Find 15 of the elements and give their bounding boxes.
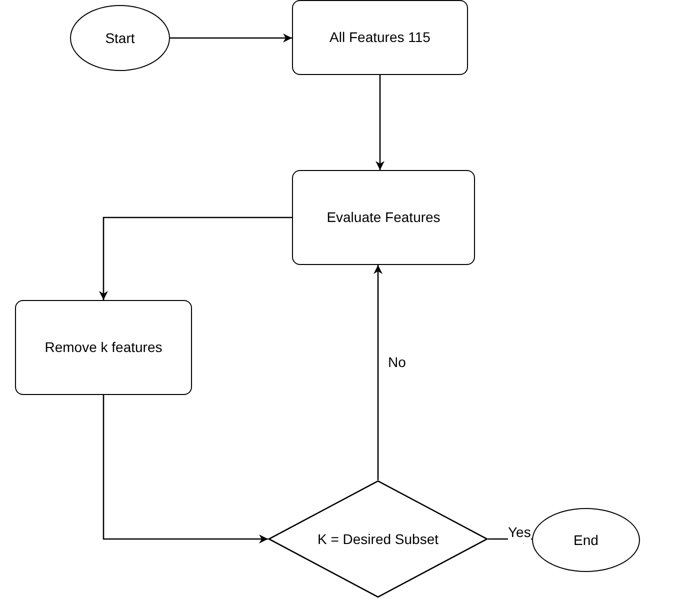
- node-text: Remove k features: [44, 338, 162, 357]
- process-box: [292, 170, 475, 265]
- decision-diamond: [268, 480, 488, 598]
- arrow: [99, 216, 292, 300]
- node-text: K = Desired Subset: [317, 530, 438, 548]
- node-text: All Features 115: [330, 28, 430, 47]
- node-text: Evaluate Features: [326, 208, 440, 227]
- node-text: Start: [105, 28, 135, 48]
- arrow: [374, 265, 382, 480]
- process-box: [292, 0, 468, 75]
- arrow: [102, 395, 268, 544]
- arrow: [170, 34, 292, 42]
- process-box: [15, 300, 192, 395]
- arrow: [376, 75, 384, 170]
- node-text: End: [574, 530, 598, 550]
